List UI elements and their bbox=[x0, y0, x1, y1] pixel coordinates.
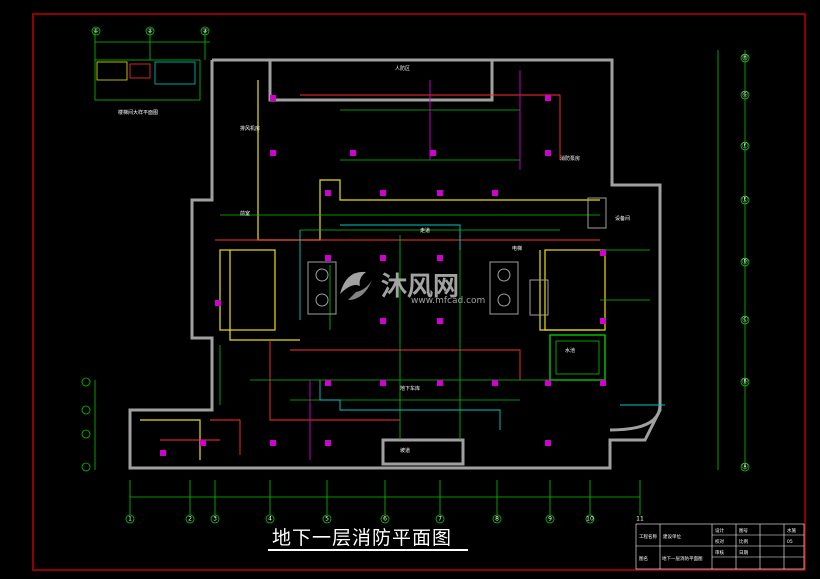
watermark-brand: 沐风网 bbox=[381, 272, 460, 302]
tb-scale: 比例 bbox=[739, 538, 748, 545]
tb-sheet-no: 05 bbox=[787, 539, 793, 545]
title-underline bbox=[268, 549, 468, 551]
tb-drawing-no: 图号 bbox=[739, 528, 748, 534]
grid-right-label: Ⓒ bbox=[742, 316, 748, 324]
grid-bottom-label: 4 bbox=[268, 516, 272, 523]
building-walls bbox=[128, 58, 662, 470]
grid-bottom-bubbles bbox=[125, 514, 595, 524]
tb-drawing-name: 地下一层消防平面图 bbox=[662, 555, 703, 562]
grid-bottom-label: 8 bbox=[495, 516, 499, 523]
tb-project-label: 工程名称 bbox=[639, 533, 657, 540]
label-parking: 地下车库 bbox=[400, 385, 420, 392]
label-elevator: 电梯 bbox=[512, 245, 522, 252]
curved-wall bbox=[609, 404, 662, 432]
bottom-dimension-line bbox=[129, 480, 641, 515]
label-ramp: 坡道 bbox=[400, 447, 410, 454]
green-pipes bbox=[219, 109, 650, 440]
red-pipes bbox=[160, 94, 600, 455]
grid-top-label: ③ bbox=[202, 28, 207, 35]
drawing-title: 地下一层消防平面图 bbox=[272, 527, 453, 549]
watermark: 沐风网 www.mfcad.com bbox=[336, 264, 486, 308]
cyan-pipes bbox=[299, 224, 665, 430]
grid-bottom-label: 11 bbox=[636, 516, 644, 523]
label-corridor: 走道 bbox=[420, 227, 430, 234]
grid-bottom-label: 6 bbox=[383, 516, 387, 523]
label-lobby: 前室 bbox=[240, 210, 250, 217]
label-stair-detail: 楼梯间大样平面图 bbox=[118, 109, 158, 116]
grid-right-label: Ⓑ bbox=[742, 378, 748, 386]
elevator-shafts bbox=[307, 197, 607, 316]
grid-bottom-label: 1 bbox=[128, 516, 132, 523]
columns bbox=[160, 95, 606, 456]
grid-right-label: Ⓖ bbox=[742, 91, 748, 99]
label-pump-room: 消防泵房 bbox=[560, 155, 580, 162]
label-fan-room: 排风机房 bbox=[240, 125, 260, 132]
grid-top-label: ① bbox=[93, 28, 98, 35]
left-dimension-line bbox=[81, 377, 96, 472]
grid-right-label: Ⓓ bbox=[742, 258, 748, 266]
grid-right-label: Ⓕ bbox=[742, 142, 748, 150]
grid-right-bubbles bbox=[740, 53, 750, 472]
label-equip-room: 设备间 bbox=[615, 215, 630, 222]
grid-bottom-label: 10 bbox=[586, 516, 594, 523]
tb-date: 日期 bbox=[739, 550, 748, 556]
grid-right-label: Ⓐ bbox=[742, 463, 748, 471]
grid-right-label: Ⓗ bbox=[742, 54, 748, 62]
right-dimension-line bbox=[717, 50, 746, 470]
tb-check: 校对 bbox=[715, 538, 724, 545]
tb-drawing-label: 图名 bbox=[639, 555, 648, 562]
grid-bottom-label: 9 bbox=[548, 516, 552, 523]
tb-design: 设计 bbox=[715, 527, 724, 534]
tb-sheet: 水施 bbox=[787, 527, 796, 534]
grid-right-label: Ⓔ bbox=[742, 196, 748, 204]
label-water-tank: 水池 bbox=[565, 347, 575, 354]
magenta-pipes bbox=[309, 70, 521, 460]
drawing-frame bbox=[32, 13, 806, 571]
grid-bottom-label: 7 bbox=[438, 516, 442, 523]
tb-client: 建设单位 bbox=[663, 533, 681, 540]
grid-top-label: ② bbox=[147, 28, 153, 35]
stair-detail bbox=[94, 59, 201, 101]
grid-bottom-label: 5 bbox=[325, 516, 329, 523]
watermark-logo-icon bbox=[340, 271, 372, 300]
title-block: 工程名称 建设单位 图名 地下一层消防平面图 设计 校对 审核 图号 比例 日期… bbox=[635, 523, 805, 570]
grid-bottom-label: 3 bbox=[213, 516, 217, 523]
tb-approve: 审核 bbox=[715, 549, 724, 556]
watermark-url: www.mfcad.com bbox=[411, 296, 486, 306]
grid-bottom-label: 2 bbox=[188, 516, 192, 523]
label-shelter: 人防区 bbox=[395, 65, 410, 72]
grid-top-bubbles bbox=[91, 26, 210, 36]
